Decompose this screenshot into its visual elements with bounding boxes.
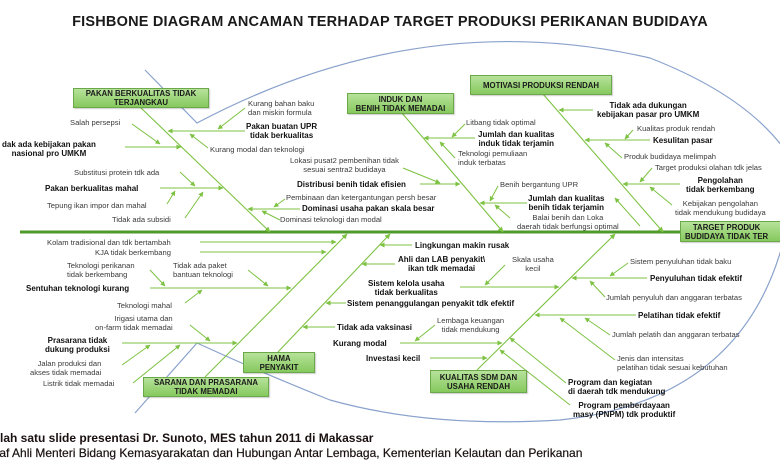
cause-label: Prasarana tidak dukung produksi — [45, 336, 110, 354]
cause-label: Jalan produksi dan akses tidak memadai — [30, 359, 102, 377]
cause-label: Sistem kelola usaha tidak berkualitas — [368, 279, 445, 297]
cause-label: Kualitas produk rendah — [637, 124, 716, 133]
cause-label: KJA tidak berkembang — [95, 248, 171, 257]
cause-label: Substitusi protein tdk ada — [74, 168, 160, 177]
cause-label: Lembaga keuangan tidak mendukung — [437, 316, 505, 334]
cause-label: Irigasi utama dan on-farm tidak memadai — [95, 314, 173, 332]
cause-label: Program pemberdayaan masy (PNPM) tdk pro… — [573, 401, 676, 419]
cause-label: Kebijakan pengolahan tidak mendukung bud… — [675, 199, 766, 217]
cause-label: Kurang modal — [333, 339, 387, 348]
cause-label: Jumlah dan kualitas induk tidak terjamin — [478, 130, 555, 148]
cause-label: Jumlah dan kualitas benih tidak terjamin — [528, 194, 605, 212]
cause-label: Kesulitan pasar — [653, 136, 713, 145]
cause-label: Benih bergantung UPR — [500, 180, 579, 189]
cause-label: Pembinaan dan ketergantungan persh besar — [286, 193, 437, 202]
bone-induk — [401, 112, 504, 233]
category-hama: HAMA PENYAKIT — [243, 352, 315, 373]
cause-label: Distribusi benih tidak efisien — [297, 180, 406, 189]
caption-author: taf Ahli Menteri Bidang Kemasyarakatan d… — [0, 446, 583, 460]
cause-label: Tidak ada dukungan kebijakan pasar pro U… — [597, 101, 700, 119]
cause-label: Sentuhan teknologi kurang — [26, 284, 130, 293]
cause-label: Pakan buatan UPR tidak berkualitas — [246, 122, 318, 140]
bone-hama — [277, 233, 391, 353]
cause-label: Sistem penyuluhan tidak baku — [630, 257, 732, 266]
cause-label: Litbang tidak optimal — [466, 118, 536, 127]
cause-label: Kolam tradisional dan tdk bertambah — [47, 238, 171, 247]
bone-motivasi — [542, 93, 664, 233]
fish-outline — [134, 40, 780, 423]
cause-label: Target produksi olahan tdk jelas — [655, 163, 762, 172]
caption-source: lah satu slide presentasi Dr. Sunoto, ME… — [0, 431, 374, 445]
cause-label: Produk budidaya melimpah — [624, 152, 717, 161]
cause-label: Ahli dan LAB penyakit\ ikan tdk memadai — [398, 255, 486, 273]
head-effect-box: TARGET PRODUK BUDIDAYA TIDAK TER — [680, 221, 780, 242]
cause-label: dak ada kebijakan pakan nasional pro UMK… — [2, 140, 96, 158]
cause-label: Pengolahan tidak berkembang — [686, 176, 755, 194]
cause-label: Jenis dan intensitas pelatihan tidak ses… — [617, 354, 728, 372]
cause-label: Balai benih dan Loka daerah tidak berfun… — [517, 213, 619, 231]
cause-label: Salah persepsi — [70, 118, 121, 127]
category-induk: INDUK DAN BENIH TIDAK MEMADAI — [347, 93, 454, 114]
cause-label: Investasi kecil — [366, 354, 421, 363]
bone-sarana — [204, 233, 348, 378]
cause-label: Tidak ada subsidi — [112, 215, 171, 224]
cause-label: Skala usaha kecil — [512, 255, 554, 273]
cause-label: Jumlah pelatih dan anggaran terbatas — [612, 330, 740, 339]
cause-label: Dominasi teknologi dan modal — [280, 215, 382, 224]
cause-label: Teknologi mahal — [117, 301, 172, 310]
cause-label: Penyuluhan tidak efektif — [650, 274, 743, 283]
sub-arrows — [121, 107, 680, 406]
cause-label: Pelatihan tidak efektif — [638, 311, 721, 320]
cause-label: Program dan kegiatan di daerah tdk mendu… — [568, 378, 666, 396]
cause-label: Pakan berkualitas mahal — [45, 184, 139, 193]
category-pakan: PAKAN BERKUALITAS TIDAK TERJANGKAU — [73, 88, 209, 108]
cause-label: Tepung ikan impor dan mahal — [47, 201, 147, 210]
cause-label: Teknologi pemuliaan induk terbatas — [458, 149, 528, 167]
cause-label: Lokasi pusat2 pembenihan tidak sesuai se… — [290, 156, 399, 174]
category-motivasi: MOTIVASI PRODUKSI RENDAH — [470, 75, 612, 95]
category-sdm: KUALITAS SDM DAN USAHA RENDAH — [430, 370, 527, 393]
cause-label: Sistem penanggulangan penyakit tdk efekt… — [347, 299, 515, 308]
cause-label: Kurang bahan baku dan miskin formula — [248, 99, 315, 117]
cause-label: Tidak ada vaksinasi — [337, 323, 413, 332]
cause-label: Tidak ada paket bantuan teknologi — [173, 261, 233, 279]
bone-sdm — [476, 233, 616, 371]
cause-label: Jumlah penyuluh dan anggaran terbatas — [606, 293, 742, 302]
cause-label: Teknologi perikanan tidak berkembang — [67, 261, 135, 279]
cause-label: Listrik tidak memadai — [43, 379, 115, 388]
cause-label: Dominasi usaha pakan skala besar — [302, 204, 435, 213]
cause-label: Lingkungan makin rusak — [415, 241, 510, 250]
cause-label: Kurang modal dan teknologi — [210, 145, 305, 154]
category-sarana: SARANA DAN PRASARANA TIDAK MEMADAI — [143, 377, 269, 397]
page-title: FISHBONE DIAGRAM ANCAMAN TERHADAP TARGET… — [72, 14, 708, 30]
